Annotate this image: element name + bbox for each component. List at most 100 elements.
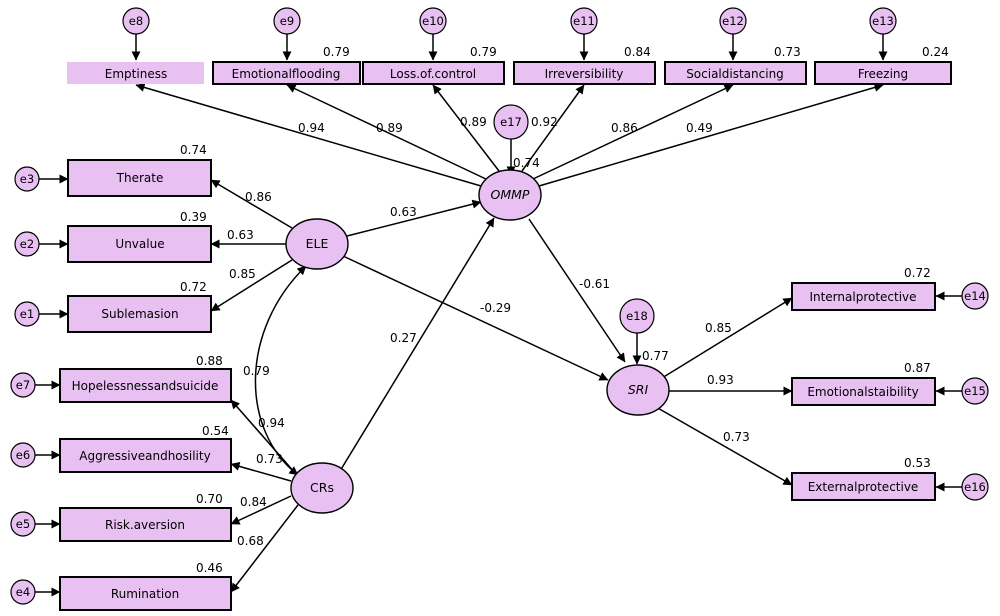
error-e10-label: e10 — [422, 14, 444, 28]
path-ommp-socialdistancing — [532, 84, 734, 180]
loading-ommp-emptiness: 0.94 — [298, 121, 325, 135]
loading-crs-aggressive: 0.73 — [256, 452, 283, 466]
error-e9: e9 — [273, 7, 301, 35]
coef-ele-ommp: 0.63 — [390, 205, 417, 219]
error-e18-label: e18 — [626, 309, 648, 323]
indicator-rumination-label: Rumination — [111, 587, 179, 601]
indicator-sublemasion-label: Sublemasion — [101, 307, 178, 321]
latent-ele-label: ELE — [306, 236, 329, 251]
path-ommp-sri — [528, 218, 626, 363]
path-ele-therate — [210, 179, 293, 229]
indicator-aggressive: Aggressiveandhosility — [59, 438, 232, 473]
path-ele-sri — [342, 255, 609, 381]
path-crs-ommp — [339, 217, 495, 472]
indicator-internalprotective-label: Internalprotective — [809, 290, 916, 304]
indicator-hopelessness-label: Hopelessnessandsuicide — [72, 379, 219, 393]
paths — [35, 34, 962, 597]
indicator-therate: Therate — [67, 159, 212, 197]
coef-ommp-sri: -0.61 — [579, 277, 610, 291]
indicator-emptiness: Emptiness — [67, 62, 204, 84]
error-e14-label: e14 — [964, 289, 986, 303]
r2-hopelessness: 0.88 — [196, 354, 223, 368]
loading-sri-emotionalstability: 0.93 — [707, 373, 734, 387]
path-crs-riskaversion — [230, 495, 292, 525]
r2-lossofcontrol: 0.79 — [470, 45, 497, 59]
path-ommp-emotionalflooding — [286, 84, 489, 181]
error-e17-label: e17 — [500, 115, 522, 129]
loading-crs-hopelessness: 0.94 — [258, 416, 285, 430]
latent-sri: SRI — [606, 364, 670, 416]
error-e5: e5 — [10, 511, 36, 537]
loading-ele-sublemasion: 0.85 — [229, 267, 256, 281]
indicator-rumination: Rumination — [59, 576, 232, 611]
indicator-internalprotective: Internalprotective — [791, 282, 936, 311]
r2-internalprotective: 0.72 — [904, 266, 931, 280]
error-e2-label: e2 — [20, 237, 34, 251]
r2-aggressive: 0.54 — [202, 424, 229, 438]
indicator-emotionalstability-label: Emotionalstaibility — [807, 385, 918, 399]
indicator-socialdistancing-label: Socialdistancing — [686, 67, 784, 81]
indicator-emotionalflooding-label: Emotionalflooding — [232, 67, 341, 81]
error-e9-label: e9 — [280, 14, 294, 28]
loading-ommp-freezing: 0.49 — [686, 121, 713, 135]
r2-sri: 0.77 — [642, 349, 669, 363]
indicator-emotionalstability: Emotionalstaibility — [791, 377, 936, 406]
r2-ommp: 0.74 — [513, 156, 540, 170]
latent-crs-label: CRs — [310, 480, 334, 495]
loading-ommp-lossofcontrol: 0.89 — [460, 115, 487, 129]
indicator-externalprotective-label: Externalprotective — [808, 480, 919, 494]
indicator-hopelessness: Hopelessnessandsuicide — [59, 368, 232, 403]
error-e17: e17 — [493, 104, 529, 140]
indicator-riskaversion: Risk.aversion — [59, 507, 232, 542]
loading-ommp-socialdistancing: 0.86 — [611, 121, 638, 135]
indicator-unvalue-label: Unvalue — [115, 237, 164, 251]
error-e1: e1 — [14, 301, 40, 327]
indicator-emptiness-label: Emptiness — [105, 67, 167, 81]
error-e3-label: e3 — [20, 172, 34, 186]
coef-ele-crs-covariance: 0.79 — [243, 364, 270, 378]
error-e5-label: e5 — [16, 517, 30, 531]
error-e16-label: e16 — [964, 480, 986, 494]
error-e12-label: e12 — [722, 14, 744, 28]
r2-therate: 0.74 — [180, 143, 207, 157]
latent-crs: CRs — [290, 462, 354, 514]
error-e6: e6 — [10, 442, 36, 468]
indicator-lossofcontrol-label: Loss.of.control — [390, 67, 476, 81]
indicator-freezing-label: Freezing — [858, 67, 908, 81]
r2-emotionalflooding: 0.79 — [323, 45, 350, 59]
r2-emotionalstability: 0.87 — [904, 361, 931, 375]
error-e15: e15 — [961, 377, 989, 405]
path-crs-hopelessness — [230, 399, 297, 475]
indicator-therate-label: Therate — [116, 171, 164, 185]
r2-socialdistancing: 0.73 — [774, 45, 801, 59]
latent-sri-label: SRI — [628, 382, 649, 397]
indicator-aggressive-label: Aggressiveandhosility — [79, 449, 210, 463]
r2-unvalue: 0.39 — [180, 210, 207, 224]
indicator-freezing: Freezing — [814, 61, 952, 85]
error-e10: e10 — [419, 7, 447, 35]
indicator-socialdistancing: Socialdistancing — [664, 61, 807, 85]
path-crs-aggressive — [230, 462, 292, 482]
error-e4-label: e4 — [16, 585, 30, 599]
error-e3: e3 — [14, 166, 40, 192]
loading-ommp-emotionalflooding: 0.89 — [376, 121, 403, 135]
error-e4: e4 — [10, 579, 36, 605]
error-e18: e18 — [619, 298, 655, 334]
error-e11: e11 — [570, 7, 598, 35]
error-e16: e16 — [961, 473, 989, 501]
indicator-sublemasion: Sublemasion — [67, 295, 212, 333]
loading-crs-riskaversion: 0.84 — [240, 495, 267, 509]
loading-crs-rumination: 0.68 — [237, 534, 264, 548]
path-ele-ommp — [346, 199, 482, 237]
coef-crs-ommp: 0.27 — [390, 331, 417, 345]
error-e13-label: e13 — [872, 14, 894, 28]
error-e8-label: e8 — [129, 14, 143, 28]
indicator-riskaversion-label: Risk.aversion — [105, 518, 185, 532]
error-e2: e2 — [14, 231, 40, 257]
error-e11-label: e11 — [573, 14, 595, 28]
indicator-unvalue: Unvalue — [67, 225, 212, 263]
error-e15-label: e15 — [964, 384, 986, 398]
r2-freezing: 0.24 — [922, 45, 949, 59]
indicator-emotionalflooding: Emotionalflooding — [212, 61, 361, 85]
